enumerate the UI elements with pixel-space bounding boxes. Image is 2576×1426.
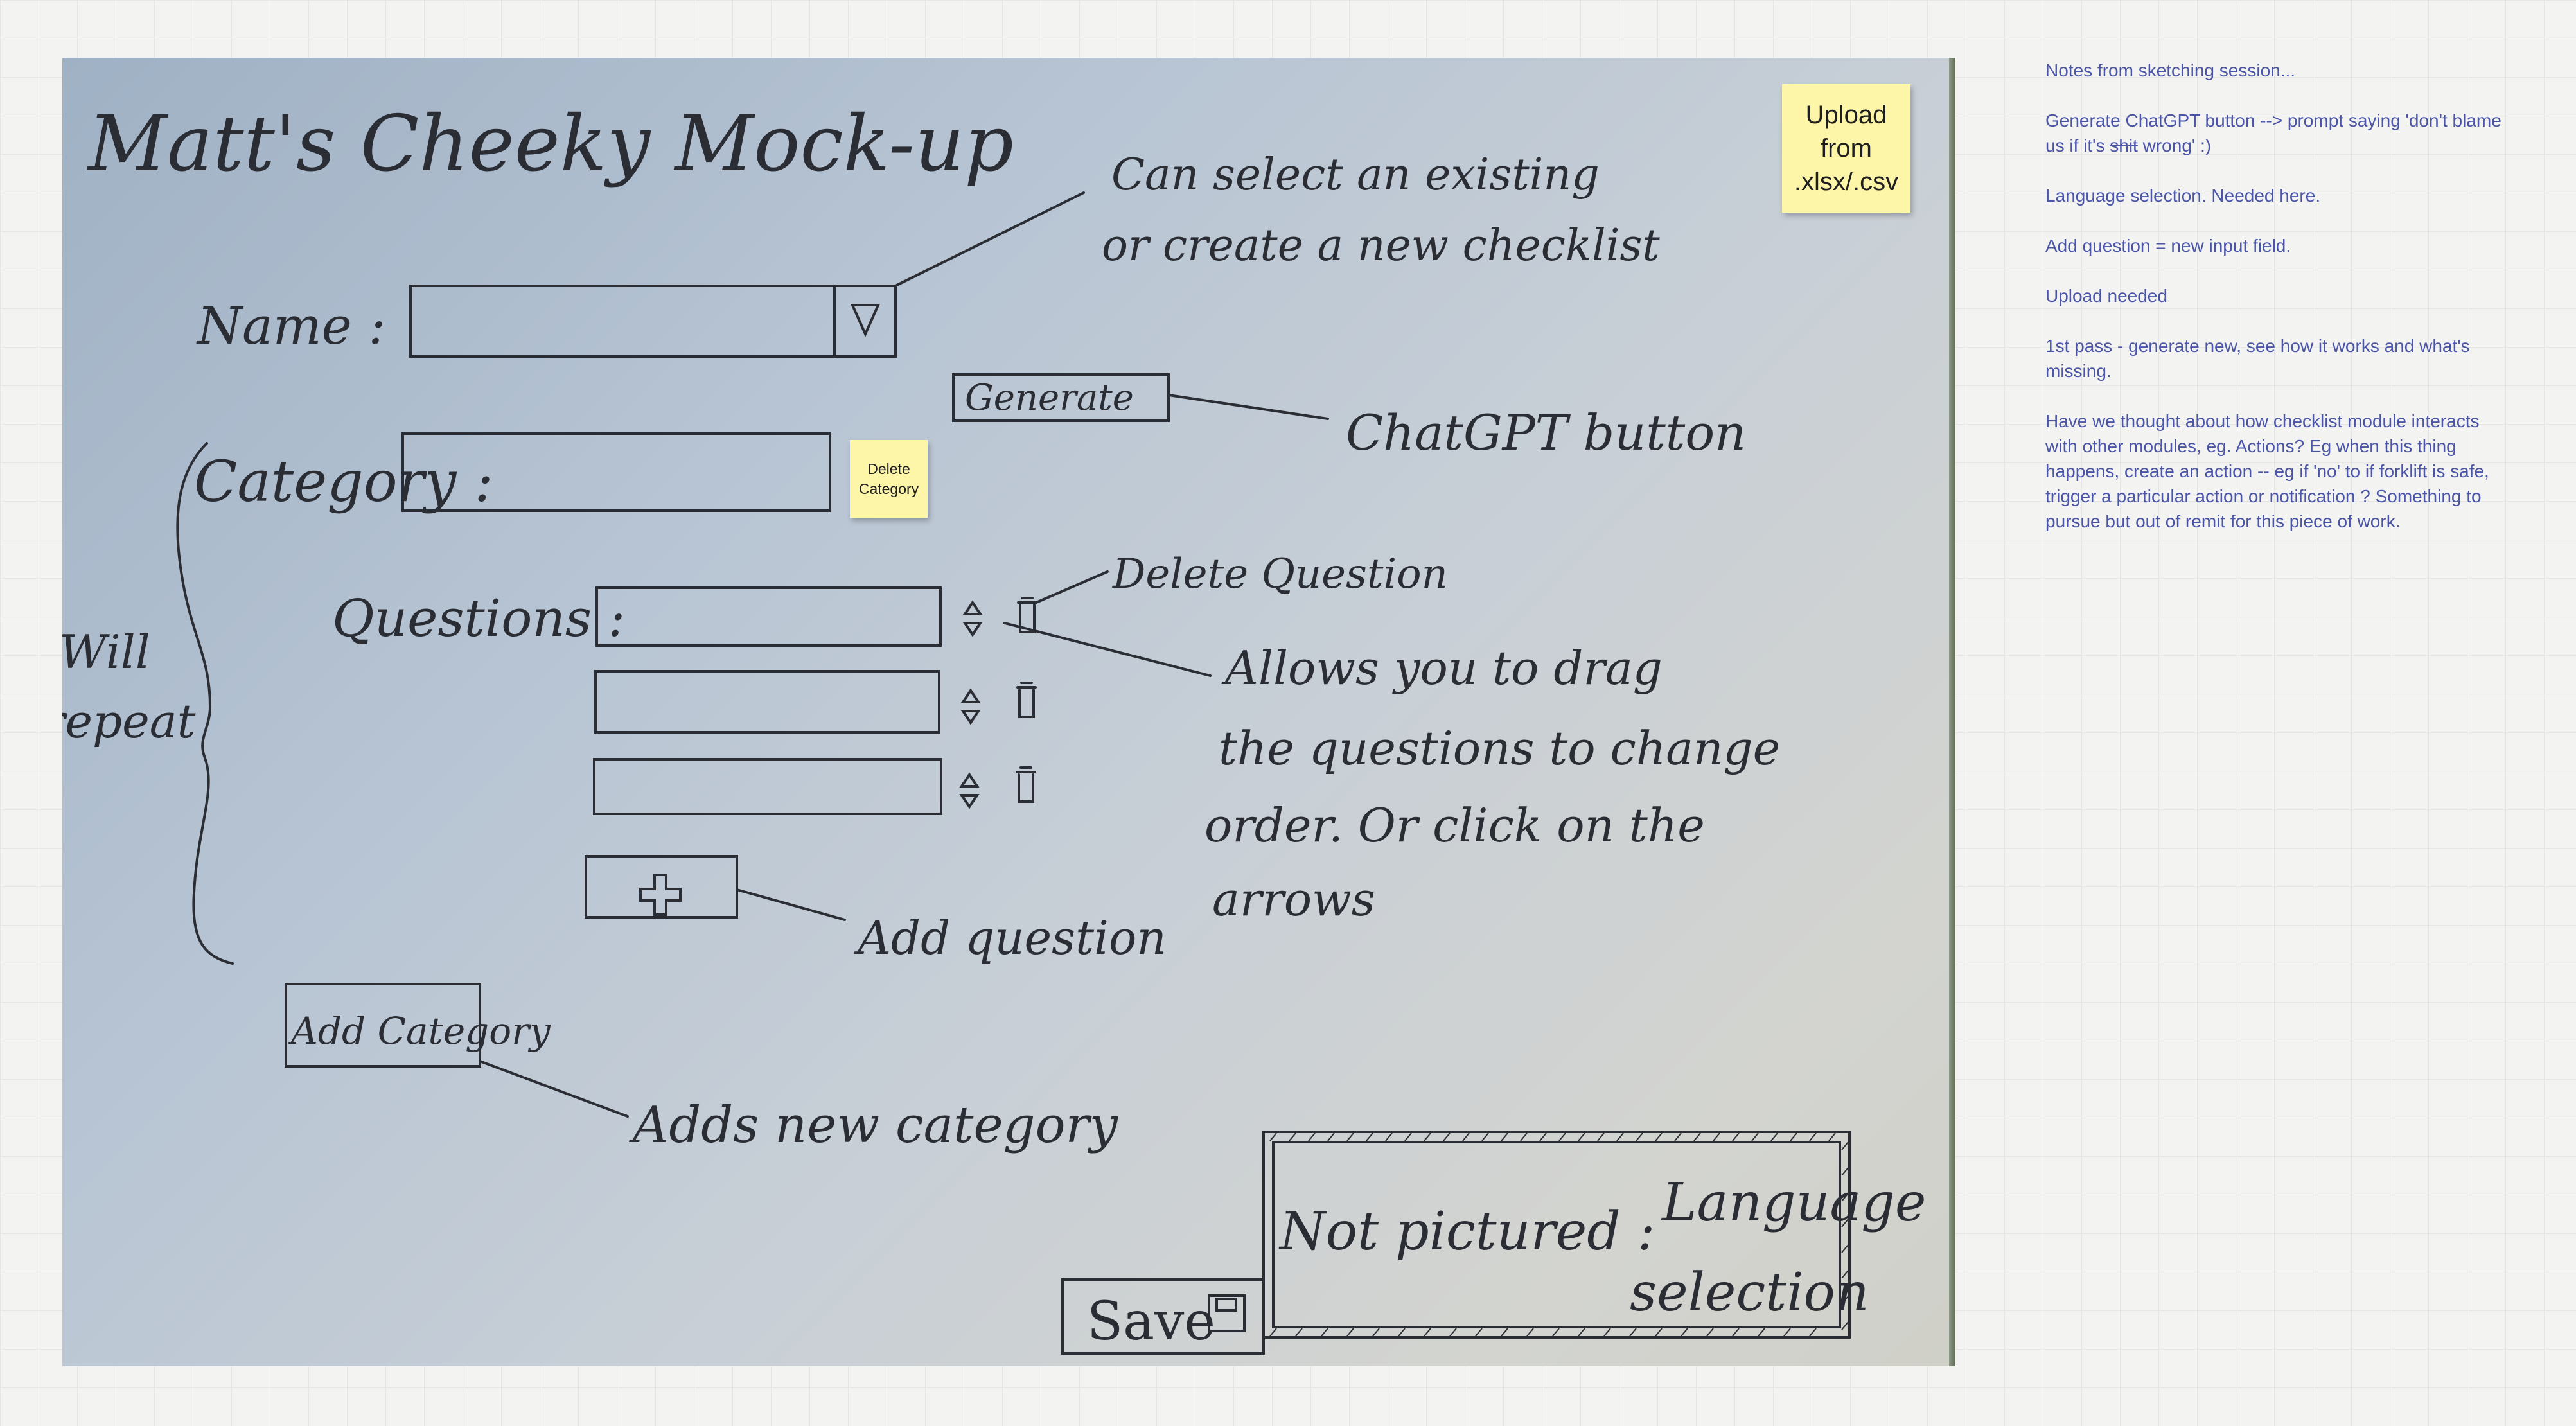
will-label: Will [62, 625, 150, 679]
triangle-down-icon [850, 304, 881, 337]
note-language: Language selection. Needed here. [2045, 186, 2321, 206]
language-box [1262, 1131, 1851, 1339]
question-input-3 [593, 758, 942, 815]
annotation-drag-1: Allows you to drag [1221, 641, 1663, 695]
note-upload: Upload needed [2045, 286, 2167, 306]
note-strike-text: shit [2110, 136, 2138, 155]
note-add-question: Add question = new input field. [2045, 236, 2291, 256]
category-input [401, 432, 831, 512]
note-generate-end: wrong' :) [2137, 136, 2212, 155]
sticky-upload: Upload from .xlsx/.csv [1782, 84, 1910, 213]
session-notes: Notes from sketching session... Generate… [2045, 58, 2508, 559]
annotation-delete-question: Delete Question [1112, 550, 1448, 598]
annotation-drag-2: the questions to change [1219, 721, 1780, 775]
notes-title: Notes from sketching session... [2045, 60, 2296, 80]
annotation-selection: selection [1630, 1262, 1869, 1323]
annotation-not-pictured: Not pictured : [1278, 1201, 1655, 1262]
annotation-add-question: Add question [854, 911, 1167, 965]
sketch-drawing: Matt's Cheeky Mock-up Name : Category : … [62, 100, 1926, 1355]
questions-label: Questions : [332, 588, 625, 648]
name-label: Name : [196, 296, 385, 356]
sticky-delete-category: Delete Category [850, 440, 928, 518]
annotation-select-1: Can select an existing [1111, 150, 1600, 200]
generate-label: Generate [965, 377, 1134, 419]
add-category-label: Add Category [288, 1009, 551, 1053]
annotation-drag-4: arrows [1212, 872, 1375, 926]
question-input-2 [594, 670, 940, 734]
name-input [409, 285, 897, 358]
save-label: Save [1087, 1291, 1215, 1352]
note-generate-text: Generate ChatGPT button --> prompt sayin… [2045, 110, 2501, 155]
annotation-select-2: or create a new checklist [1102, 220, 1660, 271]
annotation-chatgpt: ChatGPT button [1346, 404, 1746, 461]
sketch-title: Matt's Cheeky Mock-up [87, 100, 1014, 189]
photo-edge [1949, 58, 1955, 1366]
annotation-adds-category: Adds new category [629, 1096, 1118, 1154]
note-first-pass: 1st pass - generate new, see how it work… [2045, 336, 2470, 381]
repeat-label: repeat [62, 694, 197, 748]
question-input-1 [595, 586, 942, 647]
add-question-button [585, 855, 738, 919]
annotation-language: Language [1661, 1172, 1926, 1233]
category-label: Category : [194, 448, 493, 515]
annotation-drag-3: order. Or click on the [1204, 798, 1705, 852]
note-generate: Generate ChatGPT button --> prompt sayin… [2045, 108, 2508, 158]
note-modules: Have we thought about how checklist modu… [2045, 411, 2489, 531]
generate-button [952, 373, 1170, 422]
sketch-photo: Matt's Cheeky Mock-up Name : Category : … [62, 58, 1955, 1366]
add-category-button [285, 983, 481, 1068]
